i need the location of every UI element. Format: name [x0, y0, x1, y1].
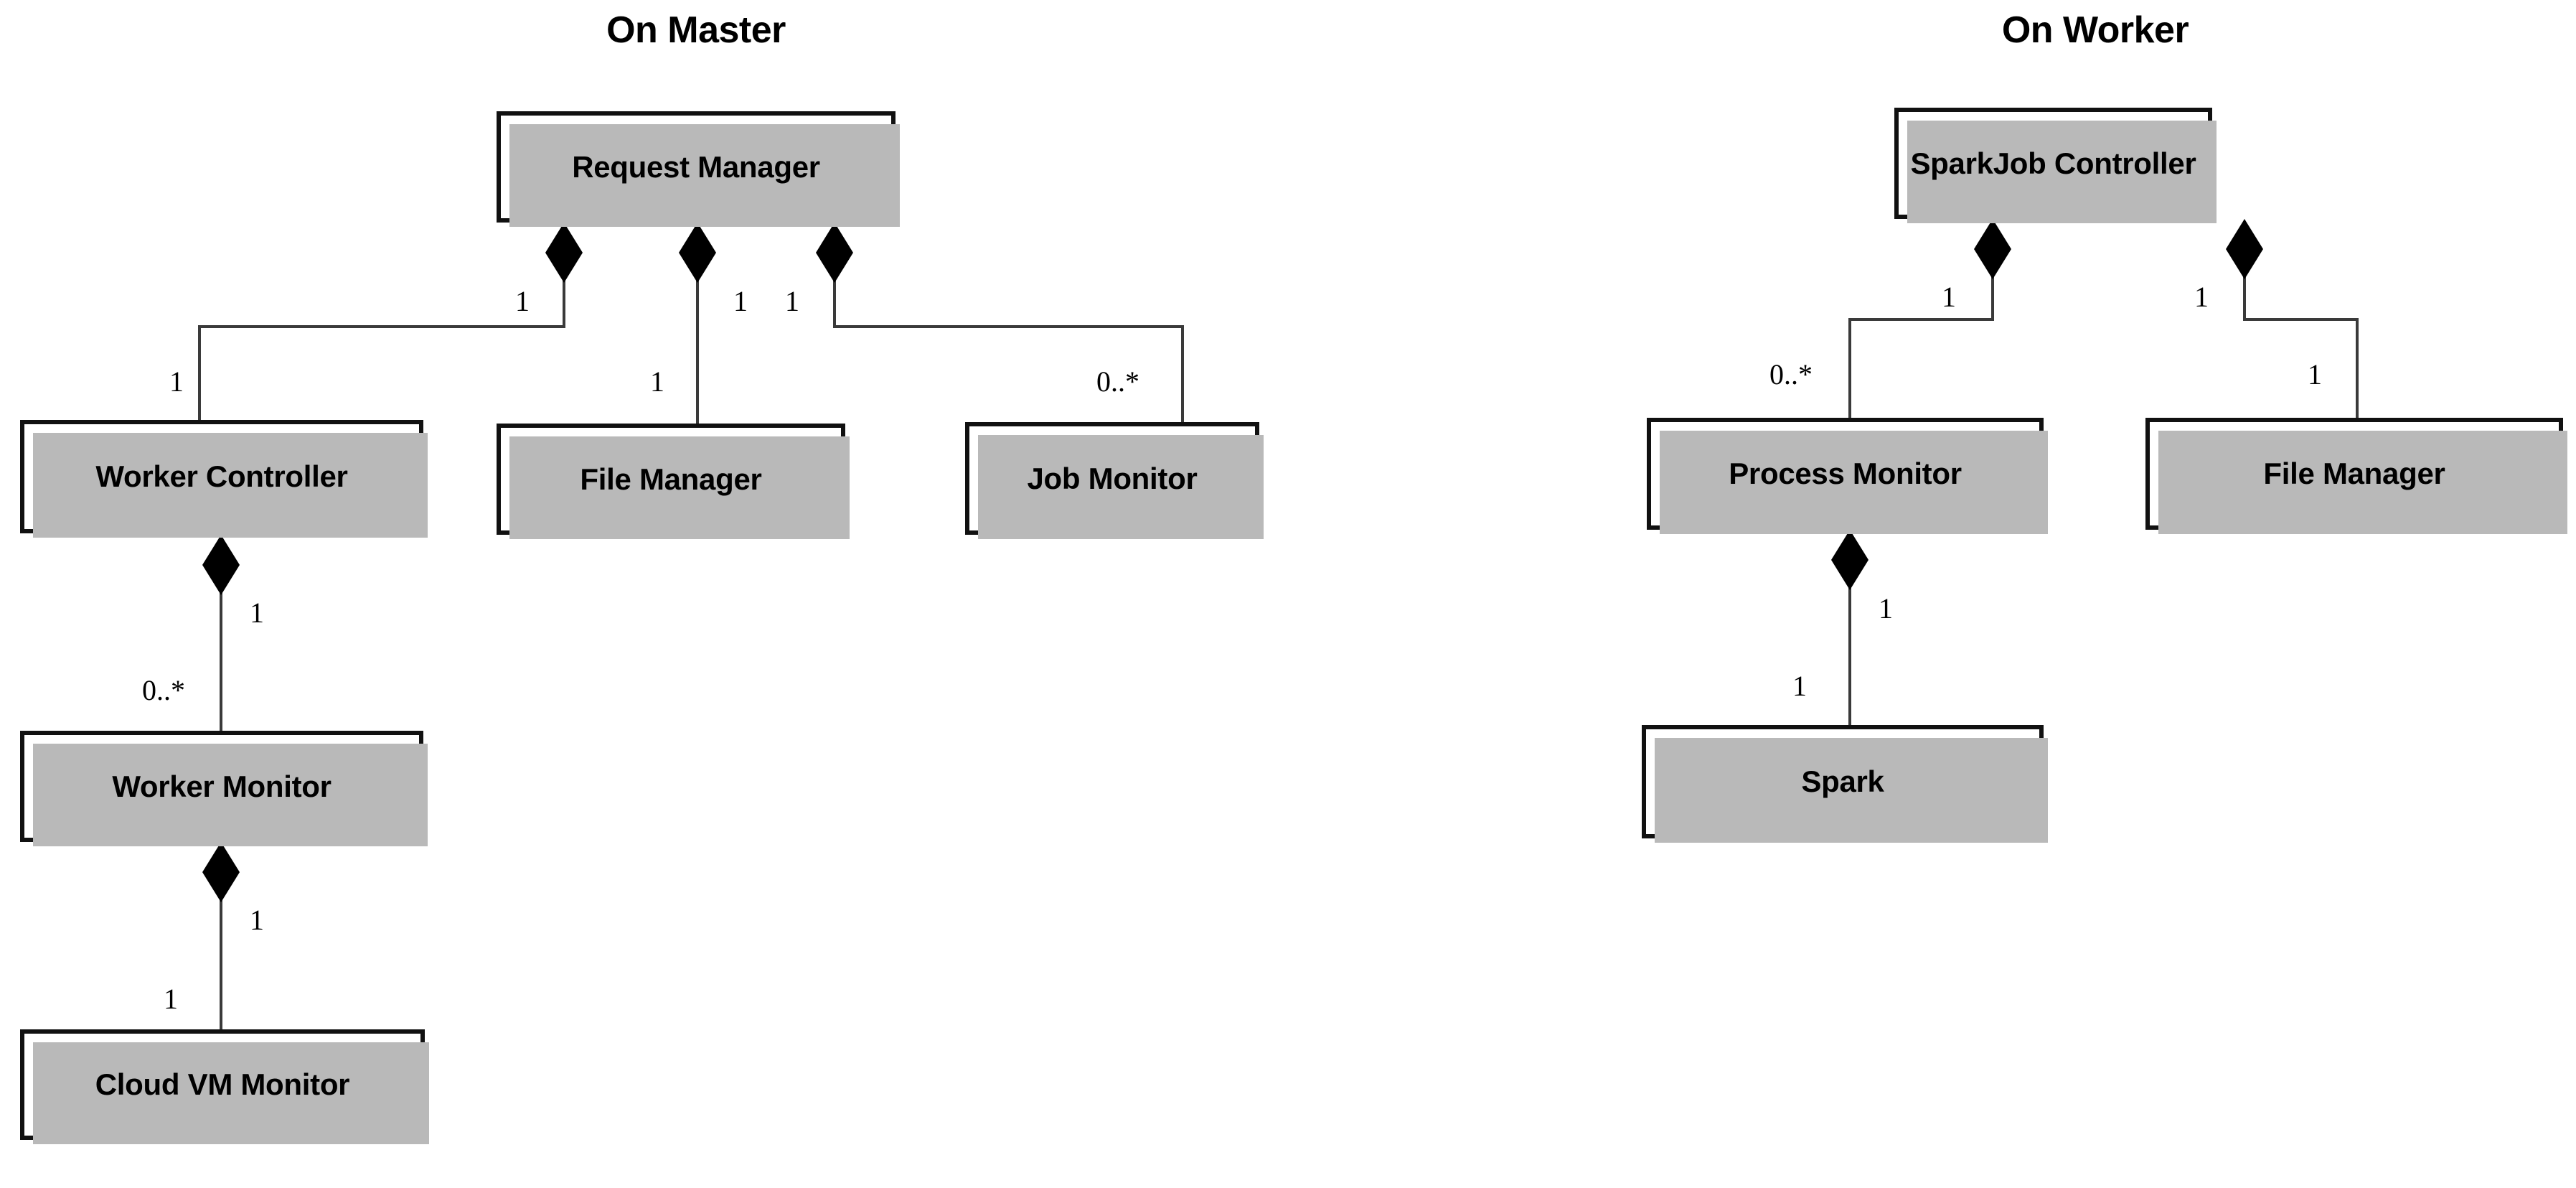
uml-box-file-manager-worker[interactable]: File Manager [2145, 418, 2567, 534]
uml-box-label-job-monitor: Job Monitor [1027, 461, 1198, 495]
multiplicity-sjc-file-manager-far: 1 [2308, 358, 2322, 390]
uml-box-label-file-manager-master: File Manager [580, 462, 762, 496]
multiplicity-rm-file-manager-far: 1 [650, 365, 664, 398]
multiplicity-sjc-process-monitor-far: 0..* [1769, 358, 1813, 390]
uml-box-label-worker-controller: Worker Controller [95, 459, 348, 493]
uml-box-label-cloud-vm-monitor: Cloud VM Monitor [95, 1067, 350, 1101]
uml-box-label-spark: Spark [1801, 764, 1884, 798]
section-title-on-master: On Master [606, 9, 786, 51]
composition-diamond-rm-job-monitor [816, 223, 853, 283]
uml-box-worker-monitor[interactable]: Worker Monitor [20, 731, 428, 846]
uml-box-label-sparkjob-controller: SparkJob Controller [1910, 146, 2196, 180]
uml-box-request-manager[interactable]: Request Manager [497, 111, 900, 227]
uml-box-job-monitor[interactable]: Job Monitor [965, 422, 1264, 539]
multiplicity-rm-worker-controller-far: 1 [169, 365, 184, 398]
uml-box-spark[interactable]: Spark [1642, 725, 2048, 843]
composition-diamond-sjc-process-monitor [1974, 219, 2011, 279]
multiplicity-wc-worker-monitor-near: 1 [250, 597, 264, 629]
uml-box-label-file-manager-worker: File Manager [2263, 457, 2445, 490]
uml-box-cloud-vm-monitor[interactable]: Cloud VM Monitor [20, 1029, 429, 1144]
multiplicity-rm-job-monitor-far: 0..* [1096, 365, 1139, 398]
multiplicity-rm-file-manager-near: 1 [733, 285, 748, 317]
multiplicity-pm-spark-near: 1 [1879, 592, 1893, 625]
multiplicity-rm-job-monitor-near: 1 [785, 285, 799, 317]
uml-box-label-process-monitor: Process Monitor [1729, 457, 1962, 490]
composition-diamond-wm-cloud-vm-monitor [202, 842, 240, 902]
section-title-on-worker: On Worker [2001, 9, 2189, 51]
multiplicity-sjc-process-monitor-near: 1 [1942, 281, 1956, 313]
multiplicity-wm-cloud-vm-monitor-far: 1 [164, 983, 178, 1015]
multiplicity-pm-spark-far: 1 [1792, 670, 1807, 702]
connector-request-manager-worker-controller [198, 255, 565, 420]
composition-diamond-rm-file-manager [679, 223, 716, 283]
uml-box-process-monitor[interactable]: Process Monitor [1647, 418, 2048, 534]
connector-sparkjob-controller-process-monitor [1848, 251, 1994, 418]
composition-diamond-wc-worker-monitor [202, 535, 240, 595]
multiplicity-wm-cloud-vm-monitor-near: 1 [250, 904, 264, 936]
composition-diamond-rm-worker-controller [545, 223, 583, 283]
connector-sparkjob-controller-file-manager [2243, 251, 2359, 418]
multiplicity-rm-worker-controller-near: 1 [515, 285, 530, 317]
composition-diamond-pm-spark [1831, 530, 1868, 590]
uml-box-worker-controller[interactable]: Worker Controller [20, 420, 428, 538]
composition-diamond-sjc-file-manager [2226, 219, 2263, 279]
multiplicity-wc-worker-monitor-far: 0..* [142, 674, 185, 706]
uml-box-label-request-manager: Request Manager [572, 149, 820, 184]
uml-box-file-manager-master[interactable]: File Manager [497, 424, 850, 539]
multiplicity-sjc-file-manager-near: 1 [2194, 281, 2209, 313]
uml-box-label-worker-monitor: Worker Monitor [112, 769, 332, 803]
uml-box-sparkjob-controller[interactable]: SparkJob Controller [1894, 108, 2217, 223]
